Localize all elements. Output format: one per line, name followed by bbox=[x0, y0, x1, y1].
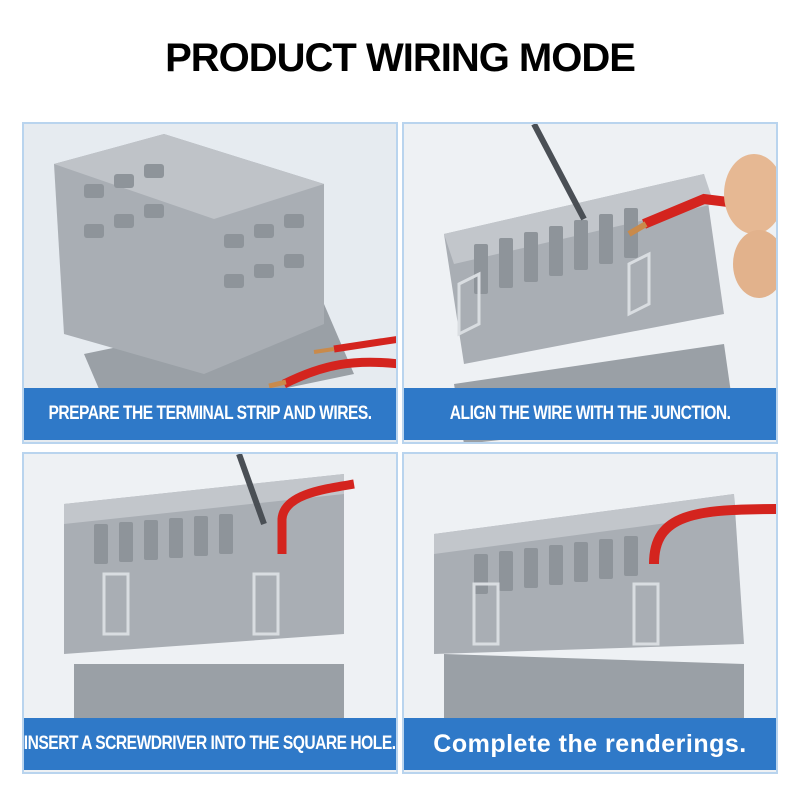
step-2-caption: ALIGN THE WIRE WITH THE JUNCTION. bbox=[404, 388, 776, 440]
step-3-caption: INSERT A SCREWDRIVER INTO THE SQUARE HOL… bbox=[24, 718, 396, 770]
step-1-panel: PREPARE THE TERMINAL STRIP AND WIRES. bbox=[22, 122, 398, 444]
page-title: PRODUCT WIRING MODE bbox=[165, 36, 636, 80]
step-4-panel: Complete the renderings. bbox=[402, 452, 778, 774]
step-4-caption: Complete the renderings. bbox=[404, 718, 776, 770]
step-1-caption: PREPARE THE TERMINAL STRIP AND WIRES. bbox=[24, 388, 396, 440]
step-3-panel: INSERT A SCREWDRIVER INTO THE SQUARE HOL… bbox=[22, 452, 398, 774]
step-2-panel: ALIGN THE WIRE WITH THE JUNCTION. bbox=[402, 122, 778, 444]
